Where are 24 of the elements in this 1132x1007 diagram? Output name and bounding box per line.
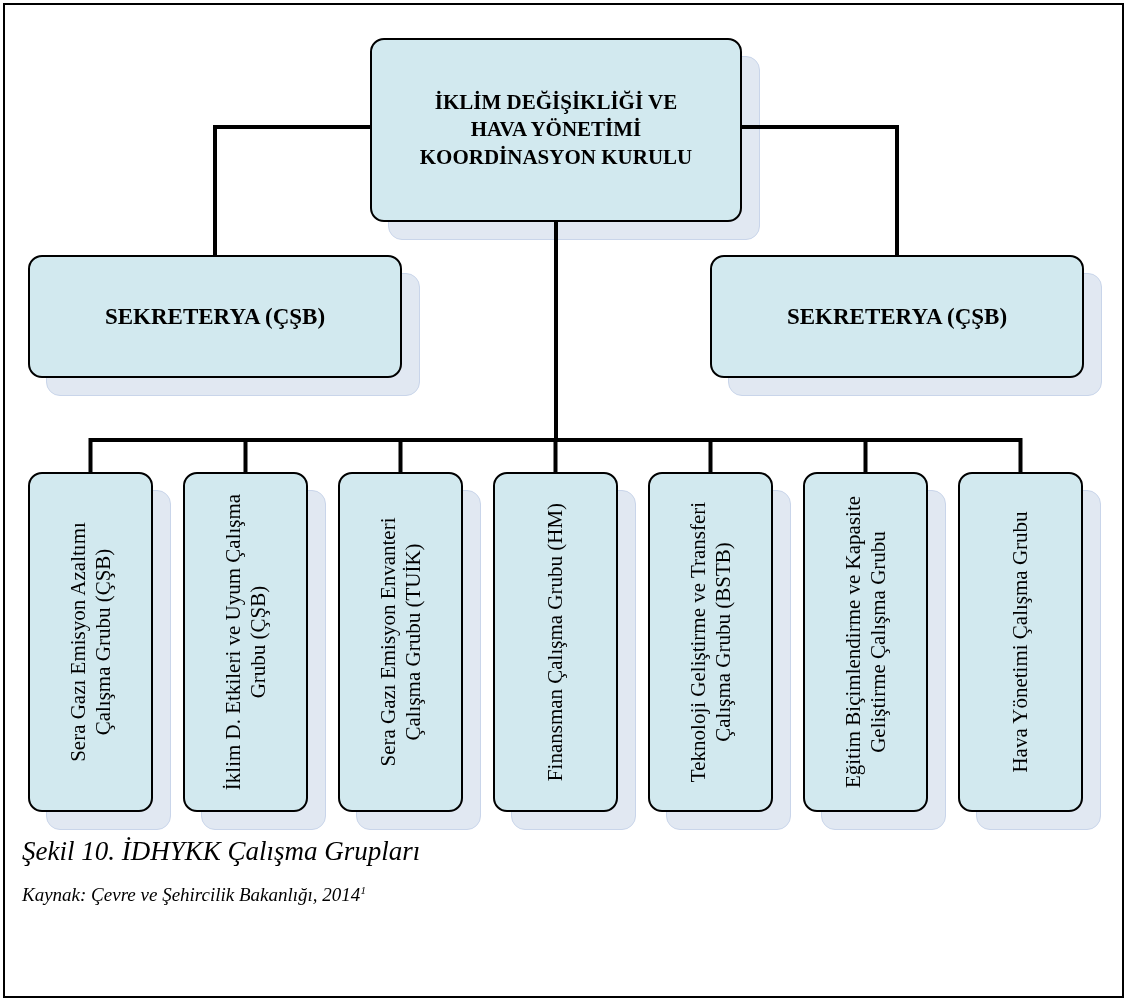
working-group-box [28, 472, 153, 812]
figure-caption: Şekil 10. İDHYKK Çalışma Grupları [22, 836, 421, 867]
working-group-box [958, 472, 1083, 812]
box-title: İKLİM DEĞİŞİKLİĞİ VE HAVA YÖNETİMİ KOORDİNASYON KURULU [418, 89, 694, 171]
group-name: İklim D. Etkileri ve Uyum Çalışma Grubu (ÇŞB) [220, 492, 271, 793]
group-name: Eğitim Biçimlendirme ve Kapasite Geliştirme Çalışma Grubu [840, 494, 891, 791]
group-name: Teknoloji Geliştirme ve Transferi Çalışma Grubu (BSTB) [685, 500, 736, 785]
box-title: SEKRETERYA (ÇŞB) [786, 302, 1008, 331]
working-group-box [648, 472, 773, 812]
working-group-box [803, 472, 928, 812]
connector-line [213, 125, 370, 255]
box-title: SEKRETERYA (ÇŞB) [104, 302, 326, 331]
group-name: Sera Gazı Emisyon Envanteri Çalışma Grubu (TUİK) [375, 516, 426, 769]
group-name: Hava Yönetimi Çalışma Grubu [1007, 510, 1033, 775]
org-box [370, 38, 742, 222]
group-name: Finansman Çalışma Grubu (HM) [542, 501, 568, 784]
org-box [710, 255, 1084, 378]
org-box [28, 255, 402, 378]
working-group-box [338, 472, 463, 812]
working-group-box [183, 472, 308, 812]
source-note: Kaynak: Çevre ve Şehircilik Bakanlığı, 2014$^{1}$ [22, 884, 366, 907]
group-name: Sera Gazı Emisyon Azaltımı Çalışma Grubu (ÇŞB) [65, 521, 116, 764]
working-group-box [493, 472, 618, 812]
connector-line [742, 125, 899, 255]
